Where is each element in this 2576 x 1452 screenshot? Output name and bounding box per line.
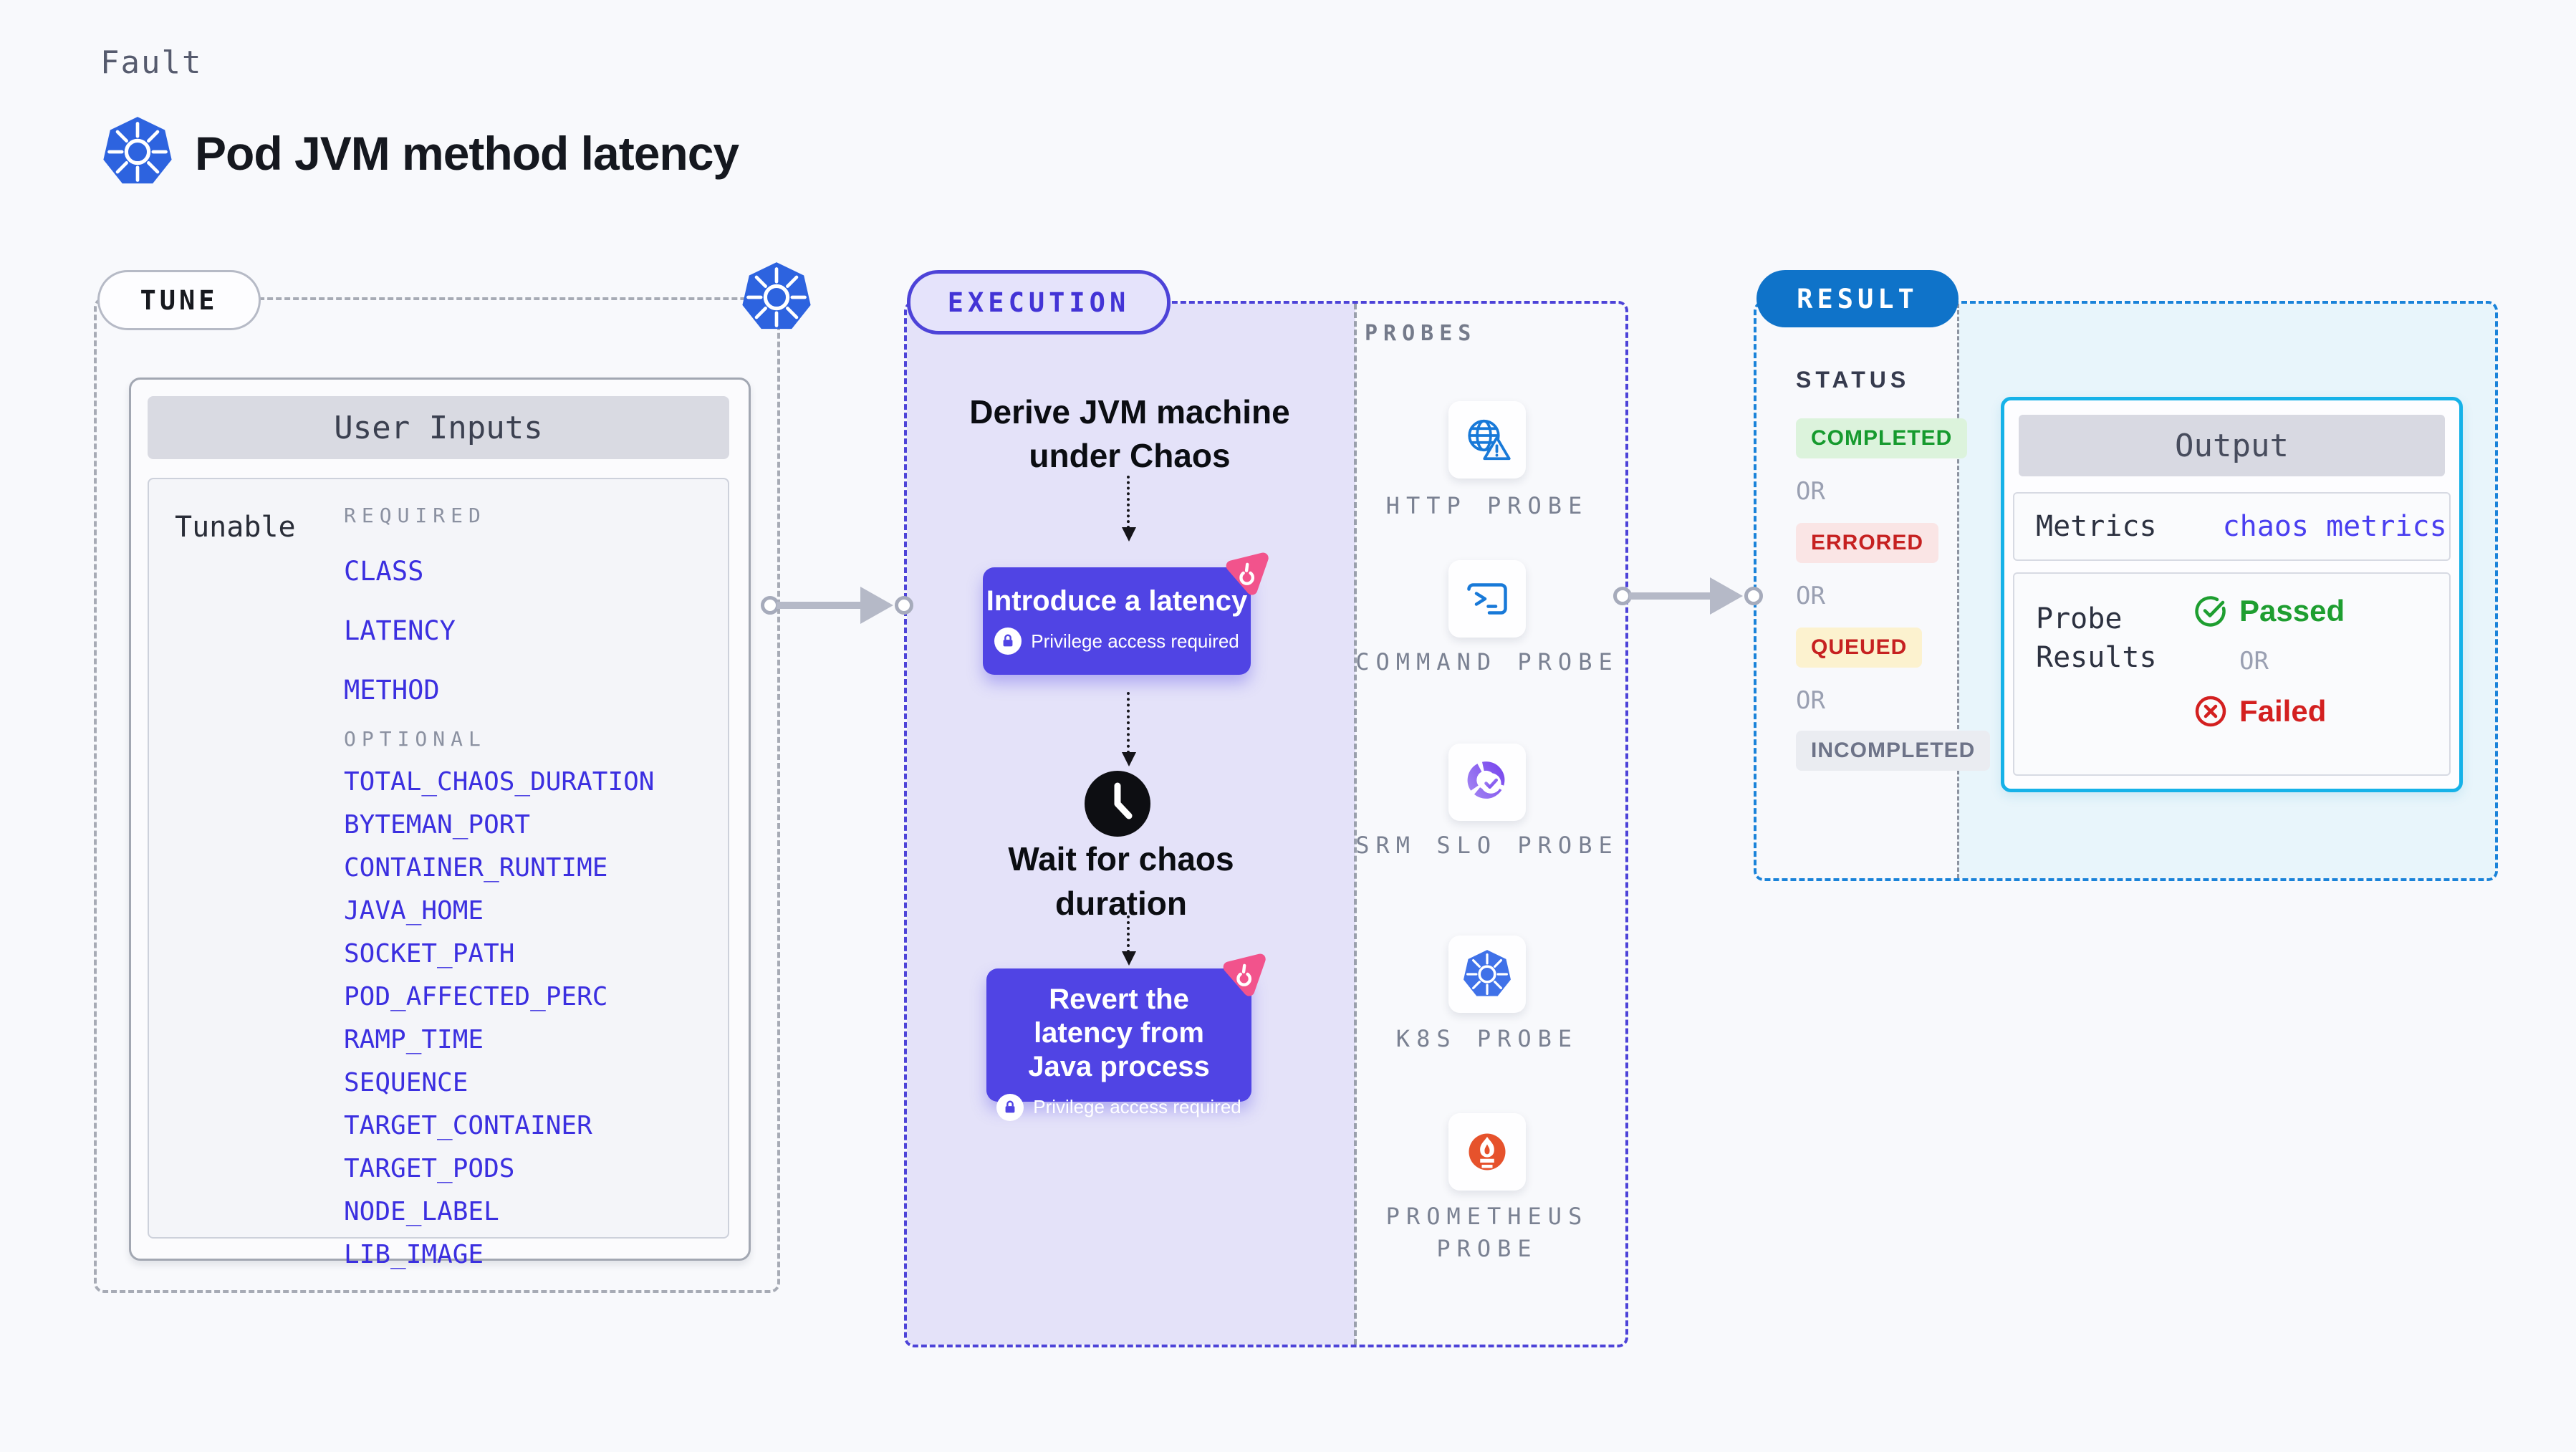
derive-step-text: Derive JVM machine under Chaos [969,393,1290,474]
revert-latency-step[interactable]: Revert the latency from Java process Pri… [986,968,1251,1121]
http-probe-card [1448,401,1526,479]
privilege-note: Privilege access required [1033,1096,1241,1118]
required-label: REQUIRED [344,504,486,527]
status-badge-errored: ERRORED [1796,523,1939,563]
arrow-shaft [1629,592,1717,600]
probe-label: COMMAND PROBE [1355,648,1619,675]
flow-arrow-down [1122,692,1136,766]
flow-arrow-down [1122,476,1136,542]
execution-to-result-arrow [1613,577,1763,615]
arrow-head [860,587,893,624]
fault-kicker: Fault [100,44,203,81]
tunable-item[interactable]: SEQUENCE [344,1068,468,1097]
probe-results-label: Probe Results [2036,602,2157,674]
k8s-probe-card [1448,936,1526,1013]
user-inputs-title: User Inputs [148,396,729,459]
or-separator: OR [1796,477,1825,506]
connector-dot [1744,587,1763,605]
command-probe-card [1448,560,1526,638]
or-separator: OR [1796,686,1825,715]
tunable-item[interactable]: LIB_IMAGE [344,1240,484,1269]
tunable-item[interactable]: METHOD [344,675,440,706]
user-inputs-body: Tunable REQUIRED CLASS LATENCY METHOD OPTI… [148,478,729,1269]
tunable-item[interactable]: CONTAINER_RUNTIME [344,853,608,883]
slo-donut-icon [1467,761,1505,799]
lock-icon [996,1093,1024,1121]
arrow-head [1710,577,1743,615]
flow-arrow-down [1122,915,1136,966]
introduce-latency-step[interactable]: Introduce a latency Privilege access req… [983,567,1251,675]
terminal-icon [1467,583,1507,615]
tunable-item[interactable]: RAMP_TIME [344,1025,484,1054]
arrow-shaft [777,602,868,609]
execution-badge: EXECUTION [907,270,1171,335]
tunable-item[interactable]: POD_AFFECTED_PERC [344,982,608,1011]
status-label: STATUS [1796,367,1911,393]
srm-slo-probe-card [1448,744,1526,821]
passed-label: Passed [2239,594,2345,628]
page-title: Pod JVM method latency [195,127,739,180]
tunable-item[interactable]: NODE_LABEL [344,1197,499,1226]
passed-result: Passed [2193,594,2345,628]
output-card: Output Metrics chaos metrics Probe Resul… [2001,397,2463,792]
prometheus-probe-card [1448,1113,1526,1191]
lock-icon [994,628,1022,655]
tunable-item[interactable]: LATENCY [344,615,456,646]
tunable-item[interactable]: CLASS [344,556,424,587]
chaos-flask-icon [1218,950,1268,1000]
user-inputs-card: User Inputs Tunable REQUIRED CLASS LATENC… [129,378,751,1269]
status-badge-completed: COMPLETED [1796,418,1968,458]
probe-label: K8S PROBE [1395,1025,1579,1052]
tune-section [94,297,780,1293]
probe-label: PROMETHEUS PROBE [1385,1203,1589,1262]
chaos-flask-icon [1221,549,1271,599]
output-title: Output [2019,415,2445,476]
prometheus-icon [1469,1133,1506,1170]
step-title: Revert the latency from Java process [1028,984,1210,1083]
kubernetes-icon [739,260,814,335]
probe-label: SRM SLO PROBE [1355,832,1619,859]
tunable-item[interactable]: JAVA_HOME [344,896,484,925]
probes-divider [1354,304,1357,1345]
result-divider [1957,304,1959,878]
step-title: Introduce a latency [986,585,1248,617]
status-badge-incompleted: INCOMPLETED [1796,731,1991,771]
kubernetes-icon [1464,950,1511,996]
metrics-value[interactable]: chaos metrics [2222,510,2447,543]
tunable-label: Tunable [175,511,296,544]
or-separator: OR [1796,582,1825,610]
check-circle-icon [2195,596,2226,627]
required-items: CLASS LATENCY METHOD [344,527,654,706]
probe-results-row: Probe Results Passed OR [2013,572,2451,776]
probe-label: HTTP PROBE [1385,492,1589,519]
optional-label: OPTIONAL [344,727,486,751]
tunable-item[interactable]: TARGET_PODS [344,1154,515,1183]
metrics-label: Metrics [2036,510,2157,543]
connector-dot [895,596,913,615]
or-separator: OR [2239,647,2269,675]
globe-alert-icon [1468,419,1511,461]
tunable-item[interactable]: BYTEMAN_PORT [344,810,531,840]
optional-items: TOTAL_CHAOS_DURATION BYTEMAN_PORT CONTAINE… [344,754,654,1269]
tunable-item[interactable]: TOTAL_CHAOS_DURATION [344,767,655,797]
tune-badge: TUNE [97,270,261,330]
status-badge-queued: QUEUED [1796,628,1923,668]
failed-label: Failed [2239,694,2327,728]
x-circle-icon [2195,696,2226,727]
tune-to-execution-arrow [761,587,913,624]
clock-icon [1085,771,1150,837]
tunable-item[interactable]: SOCKET_PATH [344,939,515,968]
privilege-note: Privilege access required [1031,630,1239,652]
wait-step-text: Wait for chaos duration [1008,840,1234,923]
tunable-item[interactable]: TARGET_CONTAINER [344,1111,592,1140]
kubernetes-icon [100,115,175,189]
result-badge: RESULT [1756,270,1959,327]
probes-label: PROBES [1365,321,1477,346]
metrics-row: Metrics chaos metrics [2013,492,2451,561]
failed-result: Failed [2193,694,2345,729]
